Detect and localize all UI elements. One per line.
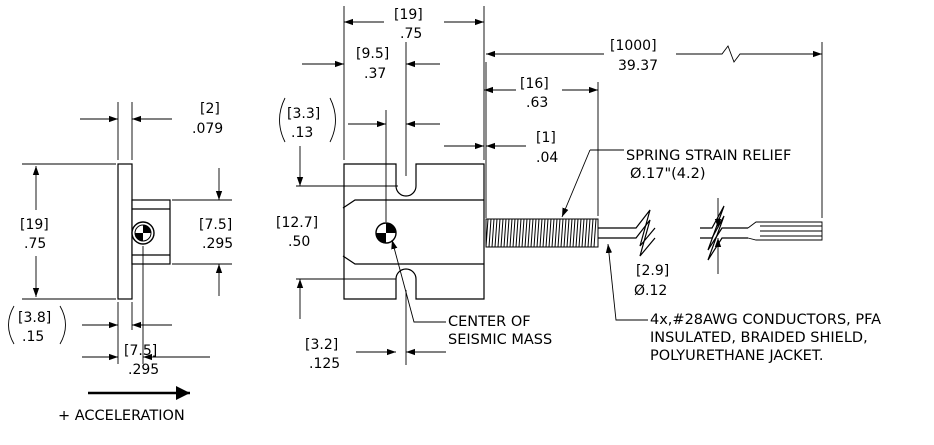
side-thickness-mm: [2] <box>200 101 220 117</box>
front-width-in: .75 <box>400 26 422 42</box>
cable-diameter-in: Ø.12 <box>634 283 667 299</box>
relief-gap-mm: [1] <box>536 130 556 146</box>
side-view-plate <box>117 163 133 300</box>
front-width-mm: [19] <box>394 7 423 23</box>
front-height-mm: [12.7] <box>276 215 318 231</box>
side-center-offset-mm: [7.5] <box>124 343 157 359</box>
acceleration-label: + ACCELERATION <box>58 408 185 424</box>
strain-relief-note: SPRING STRAIN RELIEF <box>626 148 791 164</box>
relief-gap-in: .04 <box>536 150 558 166</box>
spring-strain-relief <box>485 218 599 248</box>
front-slot-top-in: .13 <box>291 125 313 141</box>
side-view: [2] .079 [19] .75 [7.5] .295 [3.8] .15 [… <box>8 101 233 424</box>
conductor-note-line-1: 4x,#28AWG CONDUCTORS, PFA <box>650 312 881 328</box>
strain-relief-length-mm: [16] <box>520 76 549 92</box>
cable <box>598 205 823 261</box>
strain-relief-diameter-note: Ø.17"(4.2) <box>630 166 706 182</box>
cable-length-mm: [1000] <box>610 38 657 54</box>
center-of-mass-note: CENTER OF <box>448 314 531 330</box>
side-bottom-offset-in: .15 <box>22 329 44 345</box>
conductor-note-line-2: INSULATED, BRAIDED SHIELD, <box>650 330 868 346</box>
front-view: [19] .75 [9.5] .37 [3.3] .13 [12.7] .50 … <box>276 6 881 372</box>
front-height-in: .50 <box>288 234 310 250</box>
seismic-mass-symbol <box>131 221 155 245</box>
side-height-mm: [19] <box>20 217 49 233</box>
side-bottom-offset-mm: [3.8] <box>18 310 51 326</box>
side-tab-height-mm: [7.5] <box>199 217 232 233</box>
seismic-mass-note: SEISMIC MASS <box>448 332 552 348</box>
front-seismic-mass-symbol <box>375 222 397 244</box>
cable-diameter-mm: [2.9] <box>636 263 669 279</box>
strain-relief-length-in: .63 <box>526 95 548 111</box>
cable-length-in: 39.37 <box>618 58 658 74</box>
front-center-x-in: .37 <box>364 66 386 82</box>
front-slot-bottom-in: .125 <box>309 356 340 372</box>
front-view-body <box>343 163 485 300</box>
front-center-x-mm: [9.5] <box>356 46 389 62</box>
side-tab-height-in: .295 <box>202 236 233 252</box>
side-thickness-in: .079 <box>192 121 223 137</box>
side-center-offset-in: .295 <box>128 362 159 378</box>
conductor-note-line-3: POLYURETHANE JACKET. <box>650 348 824 364</box>
front-slot-bottom-mm: [3.2] <box>305 337 338 353</box>
front-slot-top-mm: [3.3] <box>287 106 320 122</box>
side-height-in: .75 <box>24 236 46 252</box>
